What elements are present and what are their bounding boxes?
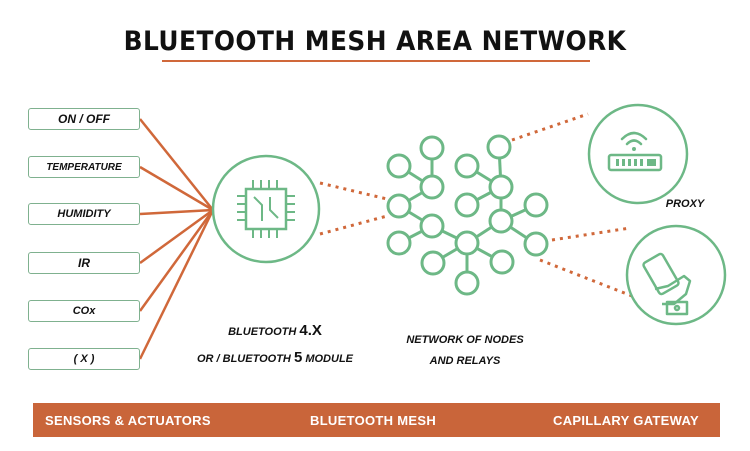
footer-bluetooth-mesh: BLUETOOTH MESH [310,413,437,428]
module-label-suffix: MODULE [302,353,354,365]
footer-sensors-actuators: SENSORS & ACTUATORS [45,413,211,428]
dotted-links [319,112,633,298]
wifi-router-icon [587,103,689,205]
sensor-connectors [138,118,215,360]
network-label-line1: NETWORK OF NODES [406,334,524,346]
module-version-4x: 4.X [299,322,322,339]
proxy-label: PROXY [665,198,705,210]
sensor-x: ( X ) [28,348,140,370]
network-label-line2: AND RELAYS [429,355,501,367]
hand-phone-icon [625,224,727,326]
sensor-ir: IR [28,252,140,274]
sensor-cox: COx [28,300,140,322]
module-label-line1: BLUETOOTH 4.X [190,322,360,339]
title-underline [162,60,590,62]
sensor-on-off: ON / OFF [28,108,140,130]
module-label-line2: OR / BLUETOOTH 5 MODULE [180,349,370,366]
module-label-text2: OR / BLUETOOTH [196,353,294,365]
sensor-temperature: TEMPERATURE [28,156,140,178]
footer-bar: SENSORS & ACTUATORS BLUETOOTH MESH CAPIL… [33,403,720,437]
mesh-network-icon [386,134,549,296]
chip-icon [211,154,321,264]
page-title: BLUETOOTH MESH AREA NETWORK [123,26,627,57]
module-label-text1: BLUETOOTH [228,326,300,338]
module-version-5: 5 [293,349,303,366]
sensor-humidity: HUMIDITY [28,203,140,225]
footer-capillary-gateway: CAPILLARY GATEWAY [553,413,699,428]
